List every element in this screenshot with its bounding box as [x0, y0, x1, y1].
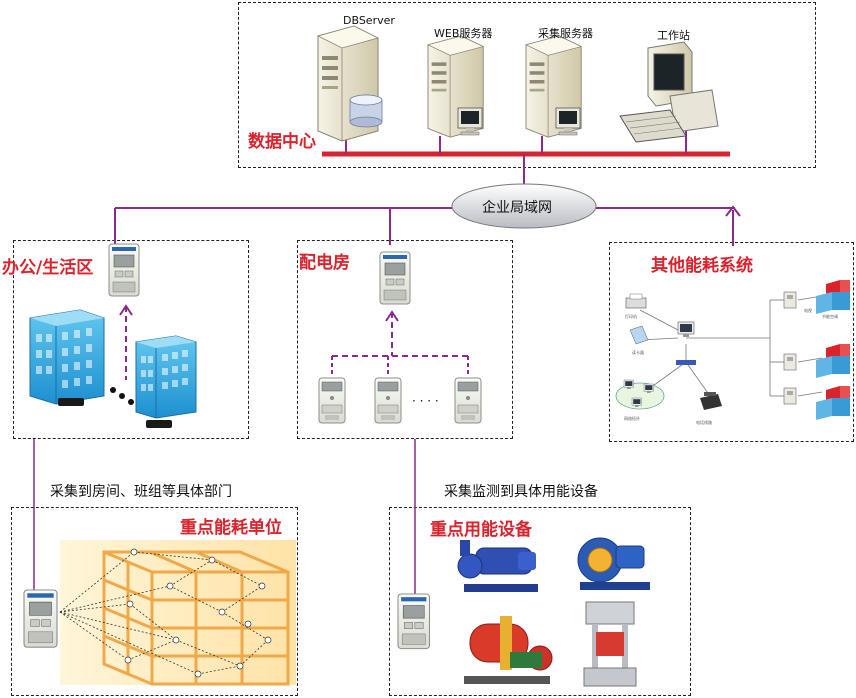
sub-meter-2-icon — [374, 377, 402, 424]
workstation-label: 工作站 — [657, 29, 690, 42]
host-pc-icon — [677, 321, 695, 338]
key-units-title: 重点能耗单位 — [180, 518, 282, 538]
key-units-box — [11, 507, 298, 696]
other-building-3-icon — [816, 386, 850, 420]
data-center-title: 数据中心 — [248, 132, 316, 152]
building-1-icon — [29, 309, 105, 405]
power-room-title: 配电房 — [299, 253, 350, 273]
ball-mill-icon — [464, 616, 553, 684]
sub-meter-1-icon — [318, 377, 346, 424]
network-ring-icon — [615, 379, 665, 410]
key-equipment-meter-icon — [397, 593, 431, 650]
collection-server-label: 采集服务器 — [538, 27, 593, 40]
mesh-lines — [59, 551, 269, 675]
mini-label-printer: 打印机 — [625, 313, 637, 319]
collection-server-icon — [525, 35, 582, 138]
other-building-2-icon — [816, 344, 850, 378]
cabinet-3-icon — [783, 387, 797, 405]
power-room-meter-icon — [379, 251, 411, 305]
other-systems-title: 其他能耗系统 — [651, 256, 753, 276]
mini-label-phone: 电话线路 — [696, 419, 712, 425]
key-equipment-box — [389, 507, 691, 696]
lan-label: 企业局域网 — [482, 200, 552, 216]
switch-icon — [676, 360, 696, 365]
dots-icon — [110, 387, 134, 405]
key-unit-meter-icon — [23, 589, 58, 648]
key-units-caption: 采集到房间、班组等具体部门 — [50, 484, 232, 500]
gateway-2-icon — [146, 420, 172, 428]
fan-icon — [577, 537, 650, 590]
other-building-1-icon — [816, 280, 850, 314]
dbserver-icon — [317, 25, 383, 142]
data-center-box — [238, 2, 816, 168]
mini-label-topology: 网络拓扑 — [624, 415, 640, 421]
sensor-nodes — [124, 548, 272, 678]
mini-label-tv: 电视 — [804, 307, 812, 313]
web-server-label: WEB服务器 — [434, 27, 493, 40]
office-box — [13, 240, 249, 439]
telephone-icon — [700, 392, 722, 410]
cabinet-1-icon — [783, 291, 797, 309]
lan-cloud — [451, 183, 597, 229]
card-reader-icon — [629, 325, 649, 345]
building-grid-icon — [102, 550, 290, 686]
building-2-icon — [135, 335, 197, 419]
other-systems-topology — [639, 295, 823, 397]
cabinet-2-icon — [783, 353, 797, 371]
power-room-box — [297, 240, 513, 439]
gateway-1-icon — [58, 398, 84, 406]
key-equipment-caption: 采集监测到具体用能设备 — [444, 484, 598, 500]
office-meter-icon — [108, 243, 140, 297]
office-title: 办公/生活区 — [2, 258, 94, 278]
sub-meter-3-icon — [454, 377, 482, 424]
other-systems-box — [609, 242, 854, 442]
mini-label-reader: 读卡器 — [632, 349, 644, 355]
hydraulic-press-icon — [583, 601, 637, 687]
web-server-icon — [427, 35, 484, 138]
mini-label-ac: 节能空调 — [822, 313, 838, 319]
pump-icon — [457, 540, 538, 592]
workstation-icon — [619, 41, 719, 143]
key-equipment-title: 重点用能设备 — [430, 520, 532, 540]
power-room-ellipsis: · · · · — [412, 394, 439, 408]
printer-icon — [625, 293, 647, 309]
dbserver-label: DBServer — [343, 14, 395, 27]
